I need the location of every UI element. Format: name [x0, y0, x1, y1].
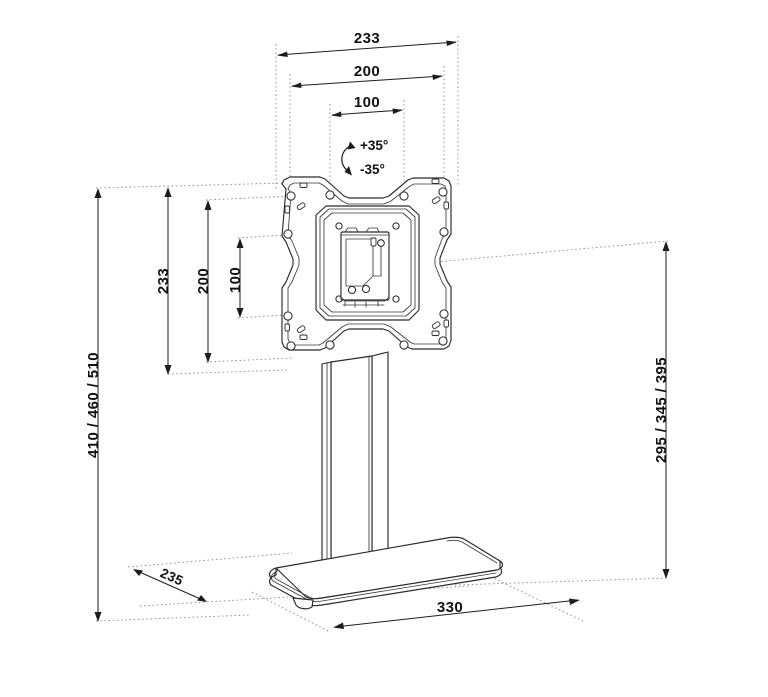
base-plate [269, 536, 503, 607]
base-foot-pad [292, 597, 314, 610]
dim-screen-height-label: 295 / 345 / 395 [653, 357, 670, 463]
dim-total-height-label: 410 / 460 / 510 [85, 352, 102, 458]
tilt-up-label: +35° [360, 138, 388, 153]
bracket-corner-slots [284, 178, 449, 340]
tilt-down-label: -35° [360, 162, 385, 177]
dimension-base-width: 330 [333, 598, 580, 629]
tilt-angle-annotation: +35° -35° [341, 138, 388, 177]
dim-330-label: 330 [437, 599, 463, 616]
dimension-total-height: 410 / 460 / 510 [85, 188, 102, 622]
dimension-vesa-width-outer: 233 [277, 30, 457, 57]
dim-233-height-label: 233 [155, 268, 172, 294]
dimension-vesa-width-inner: 100 [331, 94, 403, 117]
dimension-vesa-height-mid: 200 [195, 200, 212, 363]
dim-233-width-label: 233 [354, 30, 380, 47]
dimension-vesa-height-outer: 233 [155, 187, 172, 375]
tilt-mechanism-housing [340, 227, 390, 308]
vesa-mount-holes [283, 187, 449, 351]
dim-100-height-label: 100 [227, 267, 244, 293]
dimension-vesa-height-inner: 100 [227, 238, 244, 318]
vertical-support-column [321, 351, 389, 567]
dim-200-width-label: 200 [354, 63, 380, 80]
dimension-vesa-width-mid: 200 [291, 63, 443, 88]
dim-100-width-label: 100 [354, 94, 380, 111]
dimension-screen-height: 295 / 345 / 395 [653, 241, 670, 579]
dim-200-height-label: 200 [195, 268, 212, 294]
dimension-base-depth: 235 [133, 565, 207, 602]
